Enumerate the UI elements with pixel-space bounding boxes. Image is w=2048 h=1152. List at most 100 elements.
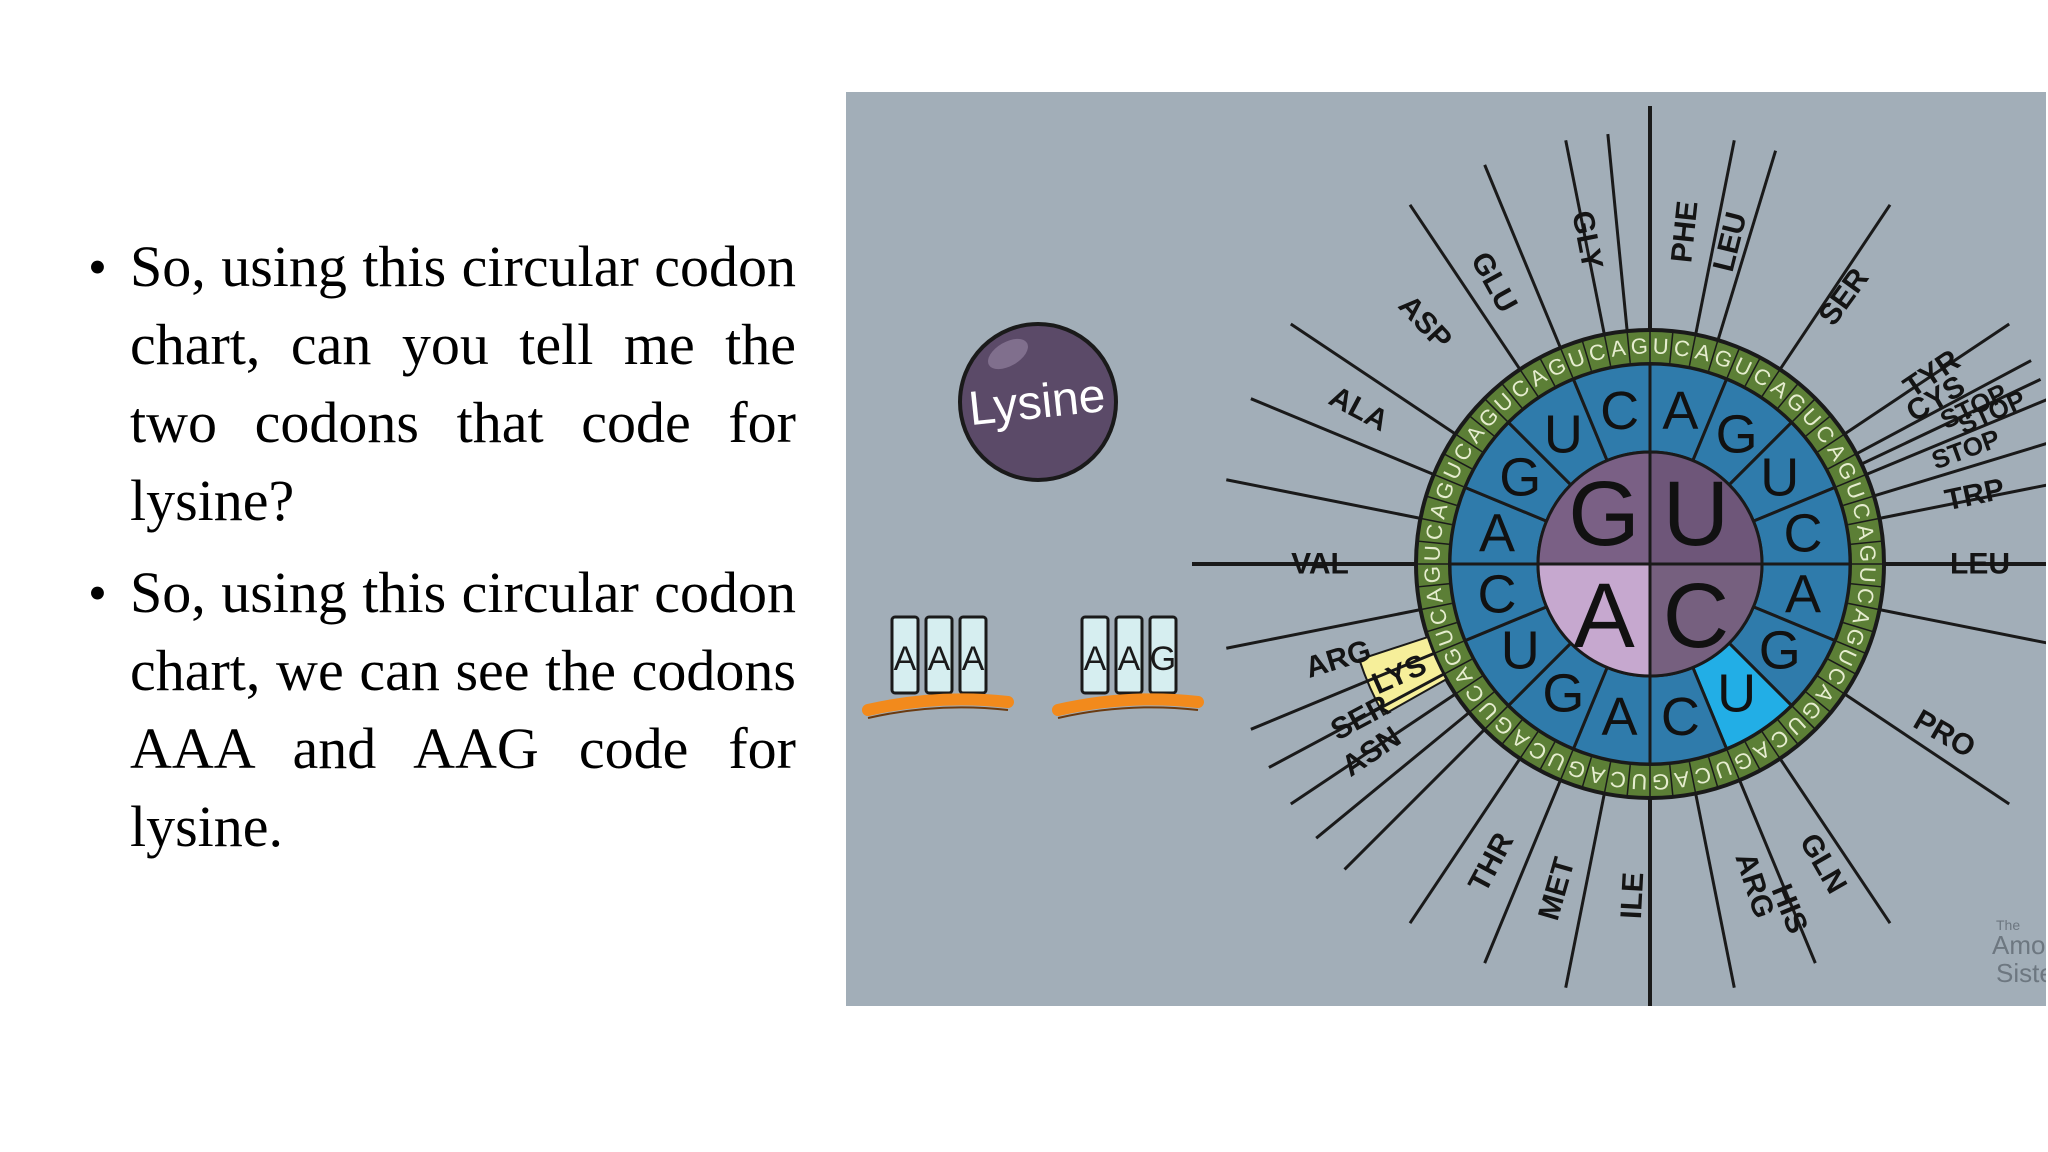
outer-base-letter: G (1855, 544, 1881, 562)
spoke-line (1738, 779, 1817, 964)
spoke-line (1843, 692, 2011, 806)
outer-cell-divider (1539, 741, 1556, 771)
outer-cell-divider (1581, 339, 1593, 371)
outer-cell-divider (1468, 414, 1495, 437)
outer-cell-divider (1484, 706, 1508, 730)
outer-cell-divider (1817, 675, 1845, 695)
outer-cell-divider (1726, 347, 1741, 378)
outer-cell-divider (1433, 640, 1464, 655)
inner-base-letter: C (1663, 565, 1729, 667)
middle-base-letter: C (1600, 381, 1639, 441)
outer-base-letter: A (1693, 339, 1714, 367)
nucleotide-tile (924, 615, 954, 695)
nucleotide-tile (958, 615, 988, 695)
outer-cell-divider (1417, 540, 1450, 545)
middle-base-letter: U (1544, 404, 1583, 464)
middle-base-letter: A (1602, 687, 1638, 747)
watermark-line: Sisters (1996, 958, 2046, 988)
outer-cell-divider (1500, 719, 1523, 746)
spoke-line (1226, 478, 1421, 520)
bullet-item: • So, using this circular codon chart, c… (88, 228, 796, 540)
strip-outline (1057, 706, 1199, 719)
outer-cell-divider (1836, 640, 1867, 655)
amino-acid-label: LEU (1950, 548, 2010, 581)
spoke-line (1408, 203, 1522, 371)
outer-base-letter: A (1421, 587, 1448, 606)
outer-cell-divider (1843, 495, 1875, 507)
spoke-line (1860, 378, 2042, 466)
watermark-line: Amoeba (1992, 930, 2046, 960)
amino-acid-spokes (1192, 106, 2048, 1022)
spoke-line (1873, 441, 2048, 498)
spoke-line (1343, 728, 1486, 871)
outer-base-letter: A (1609, 335, 1628, 362)
outer-base-letter: C (1847, 500, 1875, 522)
outer-base-letter: U (1631, 769, 1648, 795)
outer-base-letter: C (1586, 338, 1608, 366)
outer-cell-divider (1744, 357, 1761, 387)
bullet-item: • So, using this circular codon chart, w… (88, 554, 796, 866)
spoke-line (1778, 757, 1892, 925)
watermark: The Amoeba Sisters (1992, 917, 2048, 988)
spoke-line (1694, 140, 1736, 335)
middle-base-letter: A (1662, 381, 1698, 441)
outer-cell-divider (1850, 540, 1883, 545)
middle-base-letter: G (1499, 447, 1541, 507)
outer-cell-divider (1847, 517, 1880, 526)
outer-cell-divider (1805, 414, 1832, 437)
spoke-line (1879, 483, 2048, 520)
outer-cell-divider (1827, 658, 1857, 675)
outer-base-letter: U (1430, 626, 1459, 649)
outer-cell-divider (1792, 706, 1816, 730)
spoke-line (1606, 133, 1629, 332)
spoke-line (1694, 793, 1736, 988)
nucleotide-letter: A (1084, 640, 1107, 678)
outer-cell-divider (1420, 517, 1453, 526)
outer-base-letter: U (1419, 545, 1445, 562)
spoke-line (1855, 359, 2032, 456)
spoke-line (1843, 322, 2011, 436)
outer-base-letter: G (1630, 333, 1648, 359)
spoke-line (1564, 793, 1606, 988)
outer-cell-divider (1688, 761, 1697, 794)
nucleotide-tile (890, 615, 920, 695)
outer-base-letter: C (1421, 522, 1448, 541)
outer-base-letter: G (1652, 769, 1670, 795)
spoke-line (1483, 779, 1562, 964)
outer-cell-divider (1669, 764, 1674, 797)
outer-cell-divider (1777, 719, 1800, 746)
outer-cell-divider (1500, 382, 1523, 409)
outer-cell-divider (1519, 369, 1539, 397)
middle-base-letter: C (1477, 564, 1516, 624)
outer-cell-divider (1603, 761, 1612, 794)
outer-base-letter: A (1425, 501, 1453, 522)
amino-acid-label: VAL (1291, 548, 1349, 581)
inner-base-letter: G (1568, 463, 1640, 565)
outer-cell-divider (1443, 658, 1473, 675)
strip-backbone (1052, 693, 1204, 716)
outer-cell-divider (1744, 741, 1761, 771)
outer-cell-divider (1707, 339, 1719, 371)
outer-cell-divider (1539, 357, 1556, 387)
lysine-molecule: Lysine (958, 322, 1118, 482)
spoke-line (1268, 672, 1445, 769)
middle-base-letter: C (1661, 687, 1700, 747)
outer-base-letter: U (1841, 479, 1870, 502)
outer-cell-divider (1792, 398, 1816, 422)
nucleotide-tile (1080, 615, 1110, 695)
inner-quadrant (1648, 562, 1764, 678)
inner-base-letter: U (1663, 463, 1729, 565)
strip-backbone (862, 693, 1014, 716)
outer-cell-divider (1688, 334, 1697, 367)
outer-cell-divider (1817, 433, 1845, 453)
outer-cell-divider (1836, 473, 1867, 488)
outer-cell-divider (1425, 621, 1457, 633)
spoke-line (1250, 397, 1435, 476)
spoke-line (1483, 164, 1562, 349)
nucleotide-tile (1114, 615, 1144, 695)
outer-cell-divider (1455, 433, 1483, 453)
outer-cell-divider (1417, 583, 1450, 588)
